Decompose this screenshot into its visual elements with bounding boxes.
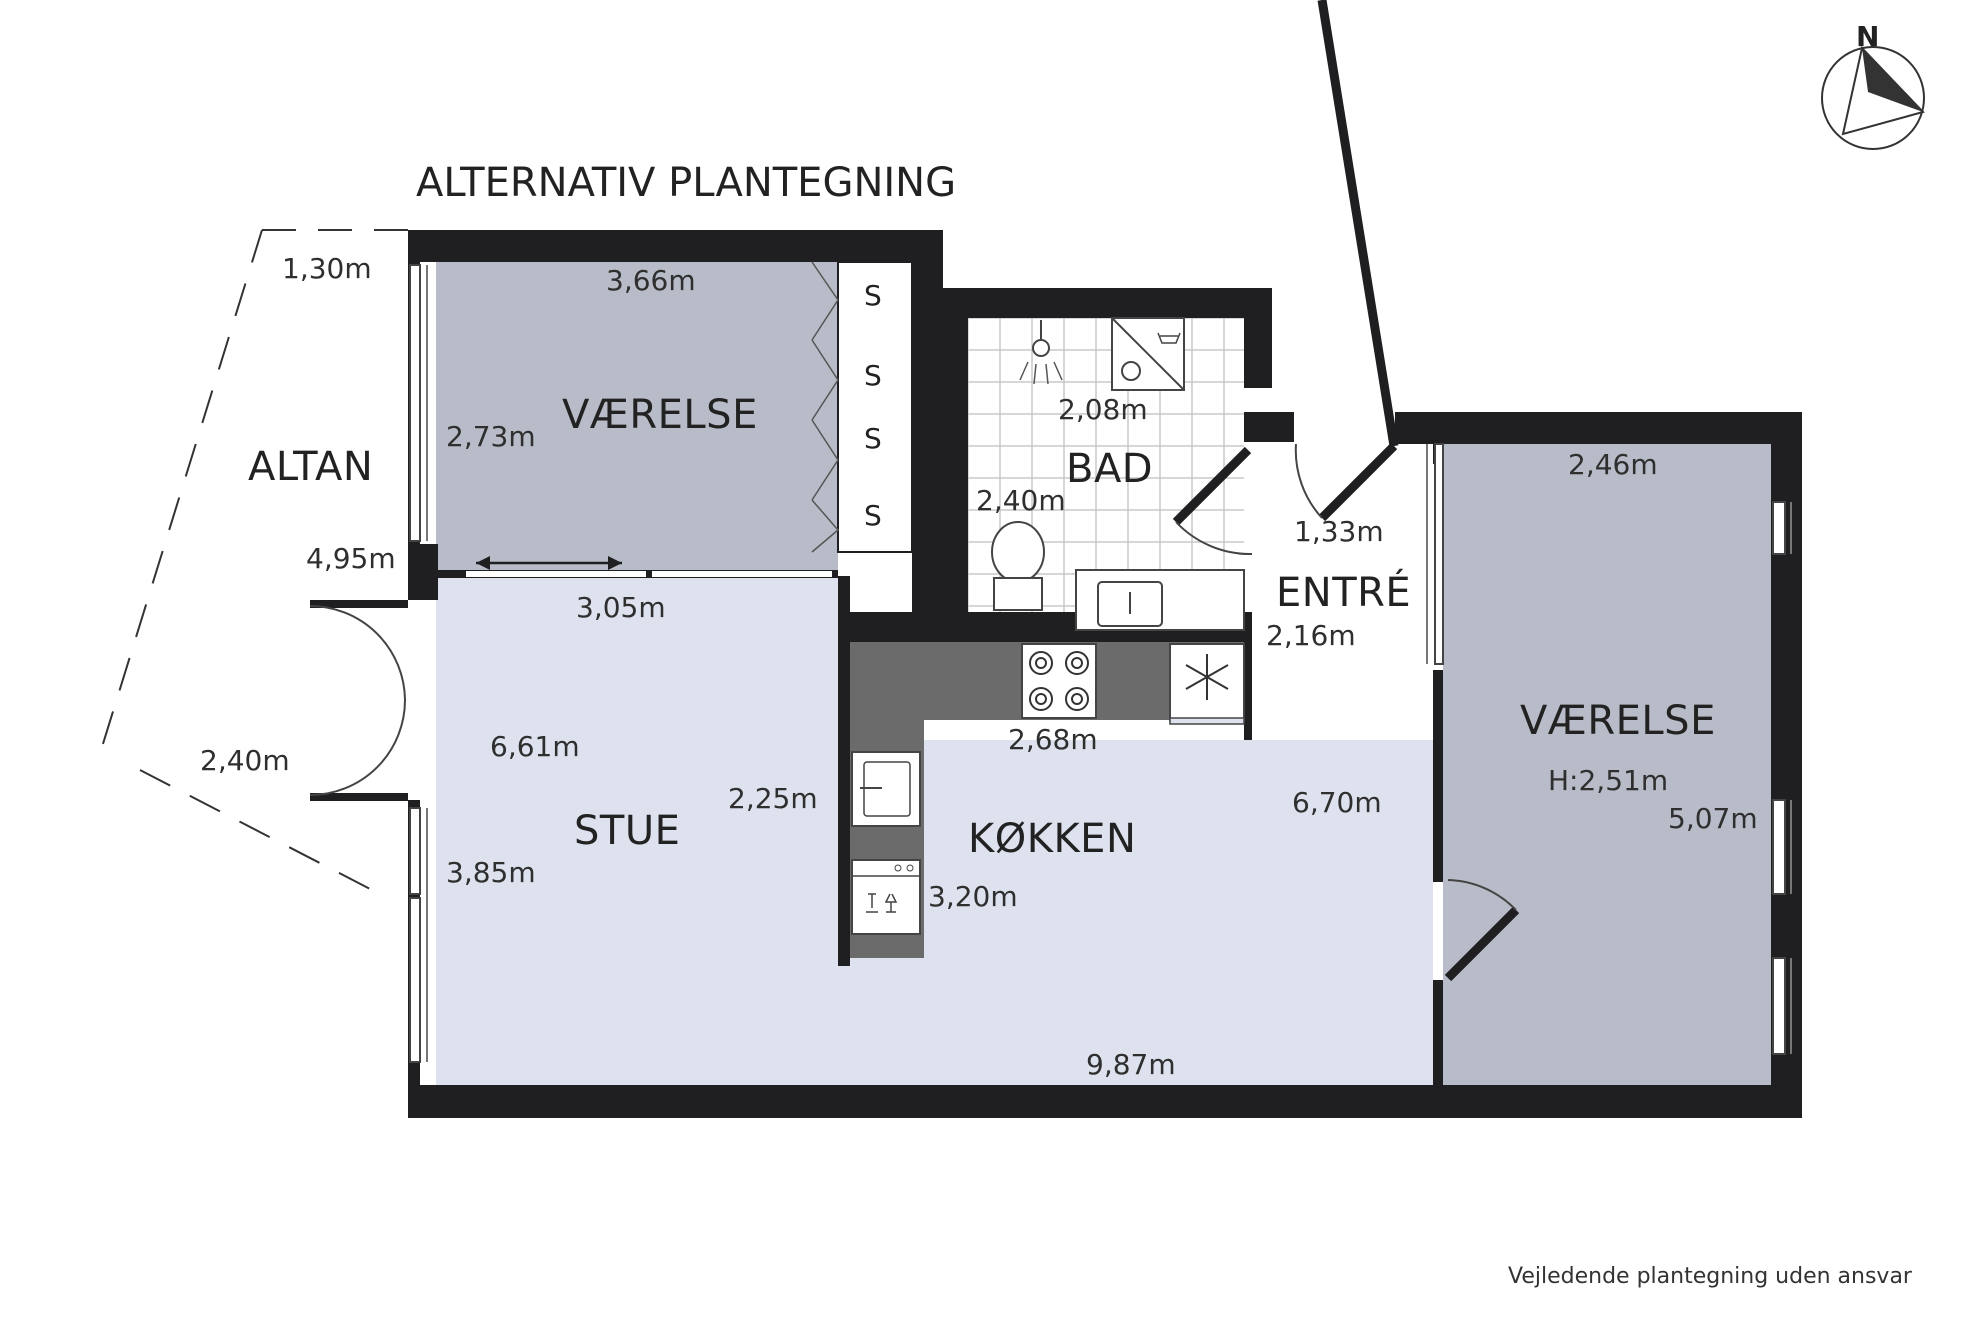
dim-stue-width: 6,61m xyxy=(490,730,580,763)
dimension-labels: 1,30m 4,95m 2,40m 3,66m 2,73m 3,05m 2,08… xyxy=(200,252,1758,1081)
wall-bath-top xyxy=(912,288,1272,318)
wall-bath-right-low xyxy=(1244,612,1252,740)
floor-vaerelse-2 xyxy=(1443,444,1771,1085)
bathroom-fixtures xyxy=(991,317,1245,631)
dim-v1-bottom: 3,05m xyxy=(576,591,666,624)
window-entre xyxy=(1434,443,1444,665)
bath-door xyxy=(1172,446,1253,556)
dim-bad-depth: 2,40m xyxy=(976,484,1066,517)
wall-bath-right-top xyxy=(1244,288,1272,388)
toilet-icon xyxy=(991,521,1045,583)
closet-mark: S xyxy=(864,279,882,312)
closet-mark: S xyxy=(864,499,882,532)
compass-icon: N xyxy=(1821,20,1925,150)
room-entre: ENTRÉ xyxy=(1276,568,1411,616)
altan-door xyxy=(309,600,408,801)
dim-entre-depth: 2,16m xyxy=(1266,619,1356,652)
dim-kitchen-counter: 2,25m xyxy=(728,782,818,815)
wall-bath-left xyxy=(912,288,968,640)
wall-kitchen-left xyxy=(838,576,850,966)
wall-bottom xyxy=(408,1085,1802,1118)
room-bad: BAD xyxy=(1066,446,1153,492)
wall-top-v1 xyxy=(408,230,943,262)
window-stue-left-2 xyxy=(409,897,421,1063)
room-altan: ALTAN xyxy=(248,444,373,490)
plan-title: ALTERNATIV PLANTEGNING xyxy=(416,160,956,206)
closet-marks: S S S S xyxy=(864,279,882,532)
disclaimer: Vejledende plantegning uden ansvar xyxy=(1508,1264,1913,1289)
altan-outline xyxy=(97,229,408,891)
wall-v2-left-mid xyxy=(1433,670,1443,882)
closet-mark: S xyxy=(864,359,882,392)
room-vaerelse-1: VÆRELSE xyxy=(562,392,758,438)
dim-altan-door: 2,40m xyxy=(200,744,290,777)
kitchen xyxy=(850,642,1245,958)
walls xyxy=(408,230,1802,1118)
stove-icon xyxy=(1021,643,1097,719)
dim-bad-width: 2,08m xyxy=(1058,393,1148,426)
closet xyxy=(811,261,913,553)
dim-living-span: 6,70m xyxy=(1292,786,1382,819)
dishwasher-icon xyxy=(851,859,921,935)
windows xyxy=(409,264,1786,1063)
room-vaerelse-2: VÆRELSE xyxy=(1520,698,1716,744)
room-kokken: KØKKEN xyxy=(968,816,1136,862)
window-inner-lines xyxy=(426,265,1792,1062)
wall-v2-top xyxy=(1395,412,1802,444)
dim-v2-width: 2,46m xyxy=(1568,448,1658,481)
closet-mark: S xyxy=(864,422,882,455)
dim-v1-width: 3,66m xyxy=(606,264,696,297)
dim-v1-depth: 2,73m xyxy=(446,420,536,453)
room-stue: STUE xyxy=(574,808,680,854)
dim-v2-depth: 5,07m xyxy=(1668,802,1758,835)
sliding-door xyxy=(438,556,838,578)
window-v2-right-2 xyxy=(1772,799,1786,895)
window-stue-left-1 xyxy=(409,807,421,895)
floor-vaerelse-1 xyxy=(436,262,838,576)
window-v2-right-1 xyxy=(1772,501,1786,555)
bedroom2-door xyxy=(1444,879,1520,982)
wall-left-post xyxy=(408,544,438,600)
dim-entre-width: 1,33m xyxy=(1294,515,1384,548)
dim-kitchen-side: 3,20m xyxy=(928,880,1018,913)
window-v2-right-3 xyxy=(1772,957,1786,1055)
dim-altan-top: 1,30m xyxy=(282,252,372,285)
wall-bath-right-stub xyxy=(1244,412,1294,442)
dim-stue-depth: 3,85m xyxy=(446,856,536,889)
dim-altan-side: 4,95m xyxy=(306,542,396,575)
compass-north-label: N xyxy=(1856,20,1879,53)
wall-v2-left-low xyxy=(1433,980,1443,1085)
dim-kitchen-top: 2,68m xyxy=(1008,723,1098,756)
entrance-door xyxy=(1294,0,1399,522)
dim-total-width: 9,87m xyxy=(1086,1048,1176,1081)
room-vaerelse-2-height: H:2,51m xyxy=(1548,764,1668,797)
window-v1-left xyxy=(409,264,421,542)
shower-icon xyxy=(1032,339,1050,357)
